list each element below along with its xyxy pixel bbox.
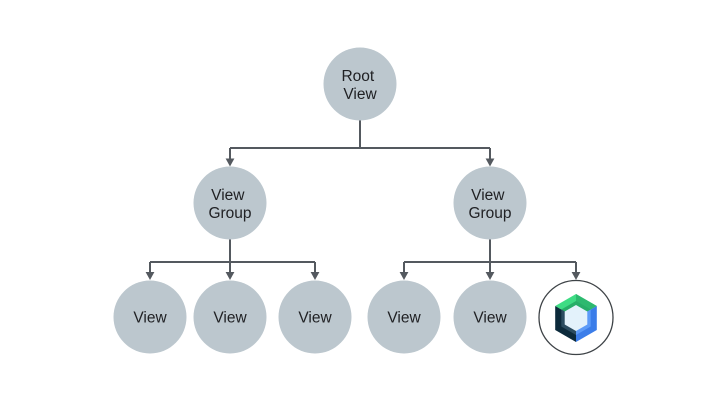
view-leaf-2: View xyxy=(193,280,267,354)
arrowhead-right-group xyxy=(485,158,495,167)
view-group-left-node: View Group xyxy=(193,166,267,240)
view-leaf-5: View xyxy=(453,280,527,354)
view-leaf-1-label: View xyxy=(133,310,167,327)
arrowhead-leaf-1 xyxy=(145,272,155,280)
compose-node xyxy=(538,279,614,356)
view-leaf-1: View xyxy=(113,280,187,354)
view-leaf-2-label: View xyxy=(213,310,247,327)
jetpack-compose-logo-icon xyxy=(555,294,597,342)
connector-root-to-groups xyxy=(225,120,495,167)
view-leaf-3-label: View xyxy=(298,310,332,327)
view-group-left-label: View Group xyxy=(208,187,251,222)
view-group-right-label: View Group xyxy=(468,187,511,222)
view-leaf-5-label: View xyxy=(473,310,507,327)
connector-left-group-to-leaves xyxy=(145,239,320,280)
arrowhead-left-group xyxy=(225,158,235,167)
view-leaf-4-label: View xyxy=(387,310,421,327)
arrowhead-leaf-2 xyxy=(225,272,235,280)
view-leaf-3: View xyxy=(278,280,352,354)
view-leaf-4: View xyxy=(367,280,441,354)
arrowhead-leaf-4 xyxy=(399,272,409,280)
arrowhead-leaf-3 xyxy=(310,272,320,280)
root-view-label: Root View xyxy=(341,68,378,103)
connector-right-group-to-leaves xyxy=(399,239,581,280)
arrowhead-leaf-5 xyxy=(485,272,495,280)
view-group-right-node: View Group xyxy=(453,166,527,240)
arrowhead-compose-node xyxy=(571,272,581,280)
root-view-node: Root View xyxy=(323,47,397,121)
